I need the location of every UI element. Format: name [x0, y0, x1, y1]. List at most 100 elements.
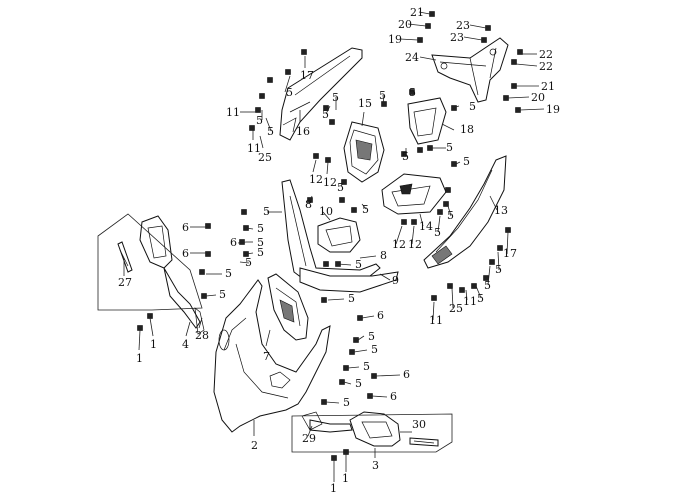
leader-line — [465, 289, 468, 301]
leader-line — [361, 111, 365, 127]
leader-line — [371, 395, 388, 398]
bolt-fastener — [445, 187, 451, 193]
leader-line — [399, 38, 419, 41]
callout-5: 5 — [225, 267, 232, 280]
leader-line — [265, 329, 271, 347]
bolt-fastener — [411, 219, 417, 225]
callout-4: 4 — [182, 338, 189, 351]
leader-line — [506, 231, 509, 255]
leader-line — [515, 63, 538, 67]
leader-line — [205, 294, 217, 297]
right-mirror-part — [301, 411, 401, 447]
leader-line — [237, 241, 247, 244]
left-mirror-group-outline — [97, 213, 203, 311]
callout-10: 10 — [319, 205, 333, 218]
callout-8: 8 — [380, 249, 387, 262]
bolt-fastener — [471, 283, 477, 289]
callout-5: 5 — [379, 89, 386, 102]
bolt-fastener — [515, 107, 521, 113]
leader-line — [395, 225, 403, 245]
bolt-fastener — [401, 219, 407, 225]
leader-line — [337, 263, 352, 266]
leader-line — [359, 255, 377, 259]
leader-line — [497, 251, 500, 271]
leader-line — [259, 135, 264, 149]
callout-6: 6 — [182, 221, 189, 234]
callout-14: 14 — [419, 220, 433, 233]
bolt-fastener — [417, 147, 423, 153]
leader-line — [451, 287, 454, 309]
bolt-fastener — [137, 325, 143, 331]
callout-2: 2 — [251, 439, 258, 452]
bolt-fastener — [331, 455, 337, 461]
callout-6: 6 — [230, 236, 237, 249]
bolt-fastener — [459, 287, 465, 293]
leader-line — [455, 161, 461, 165]
leader-line — [519, 108, 545, 111]
leader-line — [326, 161, 329, 175]
callout-7: 7 — [263, 350, 270, 363]
callout-16: 16 — [296, 125, 310, 138]
bolt-fastener — [205, 251, 211, 257]
callout-5: 5 — [257, 236, 264, 249]
callout-5: 5 — [371, 343, 378, 356]
inner-upper-part — [267, 273, 309, 341]
callout-1: 1 — [330, 482, 337, 495]
bolt-fastener — [321, 399, 327, 405]
bolt-fastener — [503, 95, 509, 101]
leader-line — [361, 315, 375, 319]
callout-5: 5 — [263, 205, 270, 218]
bolt-fastener — [357, 315, 363, 321]
callout-28: 28 — [195, 329, 209, 342]
callout-8: 8 — [305, 198, 312, 211]
bolt-fastener — [517, 49, 523, 55]
leader-line — [411, 91, 414, 97]
leader-line — [489, 195, 498, 211]
leader-line — [447, 205, 452, 217]
callout-22: 22 — [539, 60, 553, 73]
callout-11: 11 — [247, 142, 261, 155]
inner-panel-part — [279, 47, 363, 141]
bolt-fastener — [321, 297, 327, 303]
callout-5: 5 — [257, 246, 264, 259]
bolt-fastener — [199, 269, 205, 275]
callout-5: 5 — [368, 330, 375, 343]
bolt-fastener — [329, 119, 335, 125]
bolt-fastener — [367, 393, 373, 399]
leader-line — [357, 335, 365, 341]
callout-5: 5 — [434, 226, 441, 239]
leader-line — [441, 123, 455, 131]
callout-11: 11 — [463, 295, 477, 308]
front-fairing-part — [213, 279, 331, 433]
callout-1: 1 — [342, 472, 349, 485]
leader-line — [419, 56, 437, 61]
callout-12: 12 — [309, 173, 323, 186]
callout-5: 5 — [267, 125, 274, 138]
leader-line — [407, 23, 427, 27]
leader-line — [343, 381, 352, 385]
callout-5: 5 — [256, 114, 263, 127]
leader-line — [507, 96, 530, 99]
callout-5: 5 — [463, 155, 470, 168]
leader-line — [327, 298, 345, 301]
callout-25: 25 — [449, 302, 463, 315]
leader-line — [284, 75, 291, 93]
reflector-left-part — [117, 241, 133, 273]
headlight-bracket-part — [431, 37, 509, 103]
bolt-fastener — [339, 379, 345, 385]
bolt-fastener — [417, 37, 423, 43]
leader-line — [411, 225, 415, 245]
callout-5: 5 — [469, 100, 476, 113]
callout-6: 6 — [390, 390, 397, 403]
bolt-fastener — [339, 197, 345, 203]
bolt-fastener — [511, 59, 517, 65]
callout-5: 5 — [355, 377, 362, 390]
bolt-fastener — [147, 313, 153, 319]
callout-5: 5 — [409, 86, 416, 99]
leader-line — [432, 301, 435, 321]
leader-line — [185, 321, 191, 337]
leader-line — [475, 285, 482, 299]
callout-1: 1 — [150, 338, 157, 351]
callout-23: 23 — [450, 31, 464, 44]
bolt-fastener — [451, 105, 457, 111]
